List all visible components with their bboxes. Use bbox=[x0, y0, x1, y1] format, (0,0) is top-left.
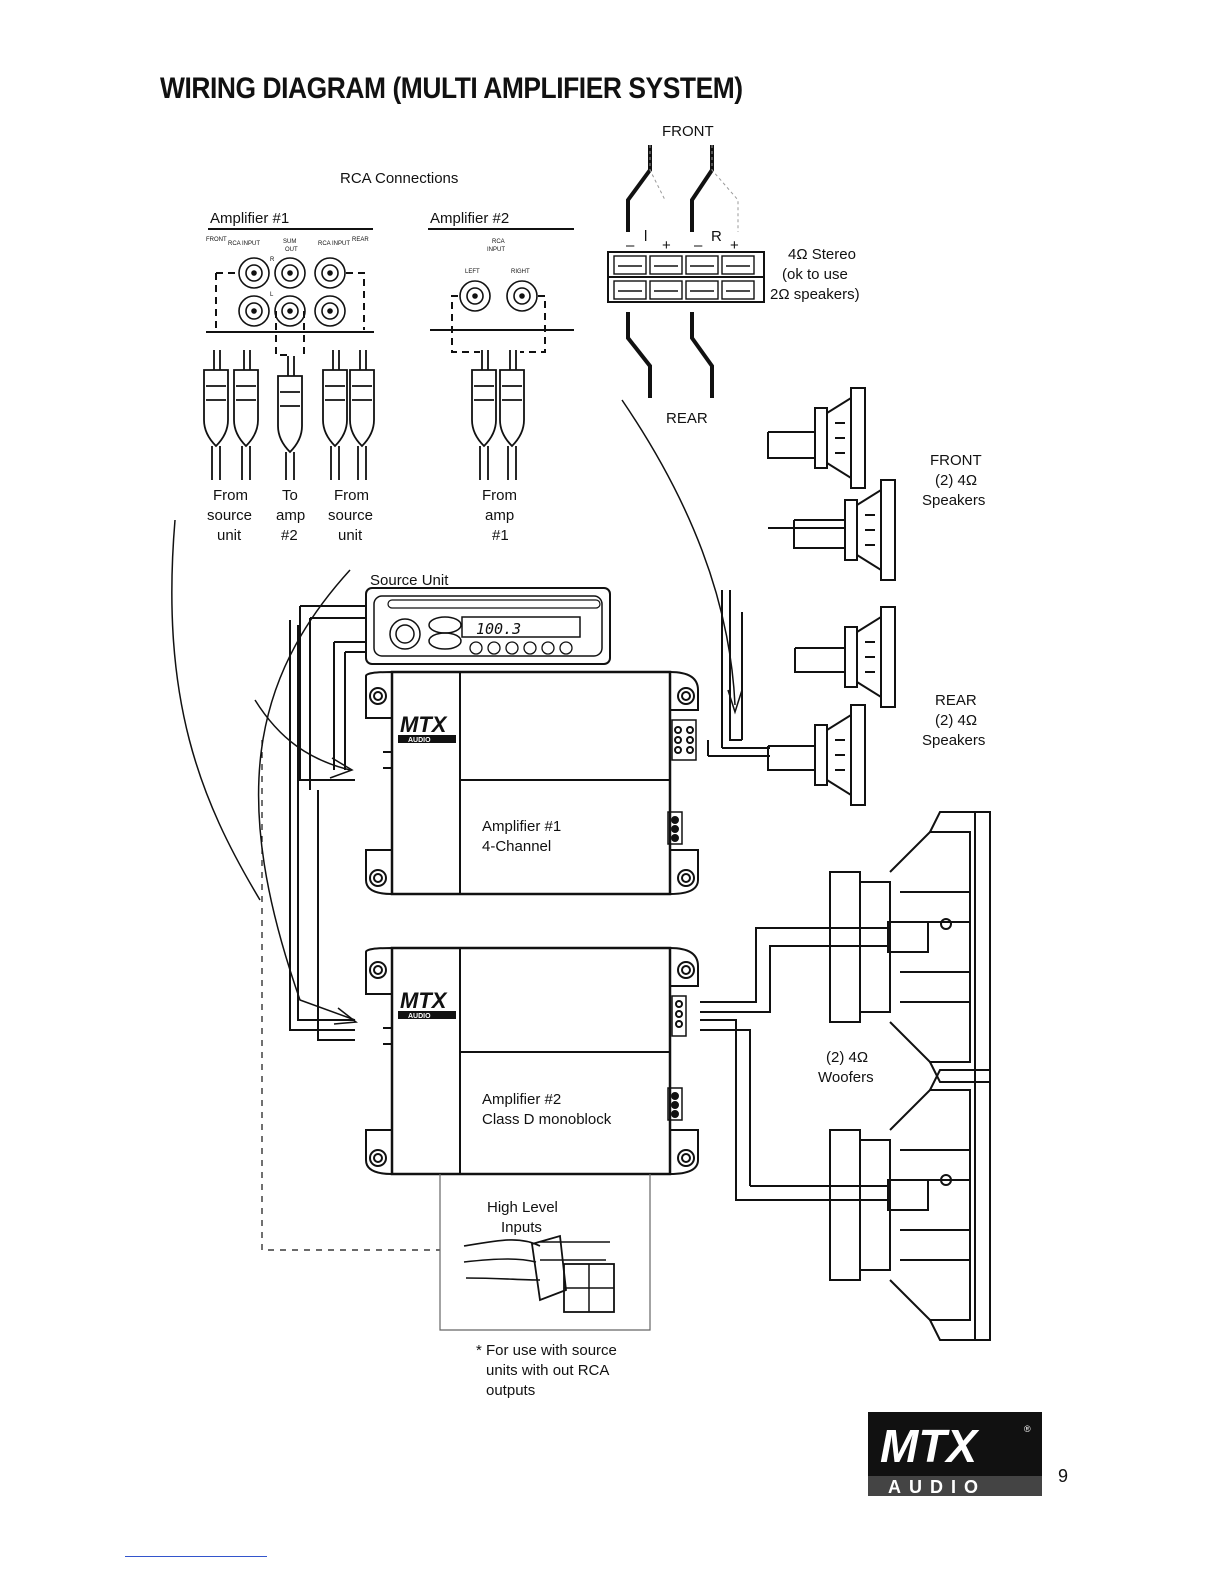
mtx-audio-logo: MTX ® AUDIO bbox=[868, 1412, 1042, 1497]
terminal-note-line1: 4Ω Stereo bbox=[788, 246, 856, 263]
high-level-line1: High Level bbox=[487, 1199, 558, 1216]
high-level-line2: Inputs bbox=[501, 1219, 542, 1236]
amp1-sum-label: SUM bbox=[283, 239, 296, 245]
terminal-minus-1: – bbox=[626, 237, 635, 254]
woofers: (2) 4Ω Woofers bbox=[700, 811, 991, 1341]
page-number: 9 bbox=[1058, 1466, 1069, 1486]
high-level-inputs: High Level Inputs * For use with source … bbox=[439, 1174, 651, 1399]
amp1-out-label: OUT bbox=[285, 247, 298, 253]
terminal-minus-2: – bbox=[694, 237, 703, 254]
amp1-r-label: R bbox=[270, 257, 275, 263]
terminal-plus-2: + bbox=[730, 237, 739, 254]
caption-3-line2: source bbox=[328, 507, 373, 524]
amp1-rca-input-right-label: RCA INPUT bbox=[318, 241, 350, 247]
terminal-plus-1: + bbox=[662, 237, 671, 254]
caption-2-line1: To bbox=[282, 487, 298, 504]
logo-text-top: MTX bbox=[880, 1420, 979, 1472]
amp1-text-line1: Amplifier #1 bbox=[482, 818, 561, 835]
amp1-front-label: FRONT bbox=[206, 237, 227, 243]
caption-2-line2: amp bbox=[276, 507, 305, 524]
amp1-logo-bottom: AUDIO bbox=[408, 737, 431, 744]
front-speakers-line3: Speakers bbox=[922, 492, 985, 509]
caption-1-line3: unit bbox=[217, 527, 242, 544]
terminal-front-label: FRONT bbox=[662, 123, 714, 140]
rca-to-amp1-arrow bbox=[254, 699, 351, 771]
front-speakers-line2: (2) 4Ω bbox=[935, 472, 977, 489]
caption-3-line3: unit bbox=[338, 527, 363, 544]
amp2-logo-top: MTX bbox=[400, 988, 448, 1013]
amp1-rca-input-label: RCA INPUT bbox=[228, 241, 260, 247]
caption-4-line3: #1 bbox=[492, 527, 509, 544]
source-unit-label: Source Unit bbox=[370, 572, 449, 589]
rear-speakers: REAR (2) 4Ω Speakers bbox=[707, 590, 985, 806]
rca-to-amp2-arrow bbox=[257, 569, 356, 1021]
page-title: WIRING DIAGRAM (MULTI AMPLIFIER SYSTEM) bbox=[160, 72, 743, 105]
amp2-text-line2: Class D monoblock bbox=[482, 1111, 612, 1128]
amp2-rca-panel: Amplifier #2 RCA INPUT LEFT RIGHT bbox=[428, 210, 574, 353]
amp1-logo-top: MTX bbox=[400, 712, 448, 737]
footer-link-line bbox=[125, 1556, 267, 1557]
amp1-text-line2: 4-Channel bbox=[482, 838, 551, 855]
front-speakers-line1: FRONT bbox=[930, 452, 982, 469]
woofers-line1: (2) 4Ω bbox=[826, 1049, 868, 1066]
plug-captions: From source unit To amp #2 From source u… bbox=[207, 487, 517, 544]
logo-registered: ® bbox=[1024, 1424, 1031, 1434]
amp2-right-label: RIGHT bbox=[511, 269, 530, 275]
terminal-to-amp1-arrow bbox=[621, 399, 736, 706]
terminal-note-line2: (ok to use bbox=[782, 266, 848, 283]
high-level-note-line3: outputs bbox=[486, 1382, 535, 1399]
rca-connections-heading: RCA Connections bbox=[340, 170, 458, 187]
caption-3-line1: From bbox=[334, 487, 369, 504]
amp2-left-label: LEFT bbox=[465, 269, 480, 275]
caption-4-line2: amp bbox=[485, 507, 514, 524]
amp2-rca-label: Amplifier #2 bbox=[430, 210, 509, 227]
caption-2-line3: #2 bbox=[281, 527, 298, 544]
rear-speakers-line3: Speakers bbox=[922, 732, 985, 749]
amp1-rear-label: REAR bbox=[352, 237, 369, 243]
amp1-rca-label: Amplifier #1 bbox=[210, 210, 289, 227]
amp1-l-label: L bbox=[270, 292, 274, 298]
amp2-logo-bottom: AUDIO bbox=[408, 1013, 431, 1020]
rear-speakers-line2: (2) 4Ω bbox=[935, 712, 977, 729]
high-level-note-line2: units with out RCA bbox=[486, 1362, 609, 1379]
amplifier-1: MTX AUDIO Amplifier #1 4-Channel bbox=[365, 670, 699, 896]
amp2-input-text: INPUT bbox=[487, 247, 505, 253]
caption-1-line1: From bbox=[213, 487, 248, 504]
front-speakers: FRONT (2) 4Ω Speakers bbox=[767, 387, 985, 581]
amplifier-2: MTX AUDIO Amplifier #2 Class D monoblock bbox=[365, 946, 699, 1176]
caption-1-line2: source bbox=[207, 507, 252, 524]
amp2-rca-jacks bbox=[459, 280, 538, 312]
terminal-r-label: R bbox=[711, 228, 722, 245]
amp2-rca-text: RCA bbox=[492, 239, 505, 245]
woofers-line2: Woofers bbox=[818, 1069, 874, 1086]
logo-text-bottom: AUDIO bbox=[888, 1477, 986, 1497]
rca-plugs bbox=[203, 350, 525, 480]
source-unit: Source Unit 100.3 bbox=[365, 572, 611, 665]
caption-4-line1: From bbox=[482, 487, 517, 504]
amp1-rca-jacks bbox=[238, 257, 346, 327]
rear-speakers-line1: REAR bbox=[935, 692, 977, 709]
amp1-rca-panel: Amplifier #1 FRONT RCA INPUT SUM OUT RCA… bbox=[206, 210, 374, 356]
terminal-rear-label: REAR bbox=[666, 410, 708, 427]
terminal-l-label: l bbox=[644, 228, 647, 245]
high-level-note-line1: * For use with source bbox=[476, 1342, 617, 1359]
speaker-terminal-block: FRONT l R – + – + REAR 4Ω Stereo (ok to … bbox=[607, 123, 860, 427]
source-unit-display: 100.3 bbox=[476, 620, 521, 638]
amp2-text-line1: Amplifier #2 bbox=[482, 1091, 561, 1108]
terminal-note-line3: 2Ω speakers) bbox=[770, 286, 860, 303]
